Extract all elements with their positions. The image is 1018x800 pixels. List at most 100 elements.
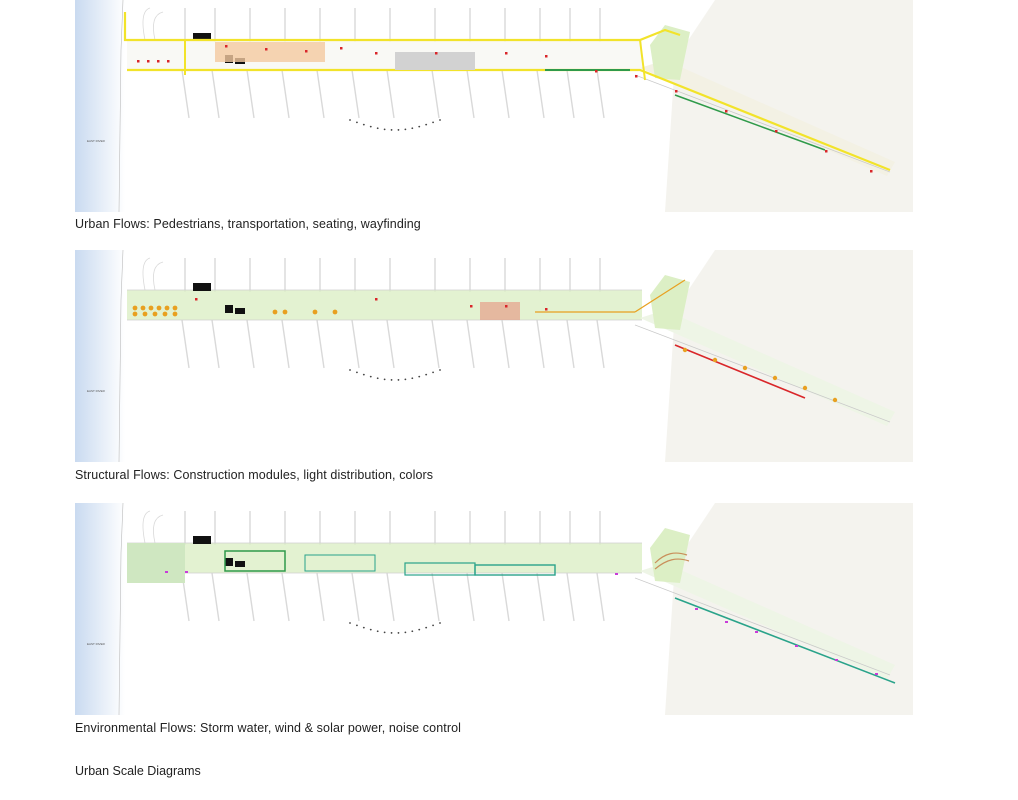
curve-line [142,7,151,41]
path-dot [356,121,358,124]
path-dot [349,369,351,371]
pedestrian-flow [639,39,646,81]
path-dot [383,128,386,131]
path-dot [439,369,441,371]
cross-street-south [316,572,325,622]
curve-line [142,257,151,291]
building-block [193,283,211,291]
building-block [225,305,233,313]
light-marker [505,305,508,308]
path-dot [404,128,407,131]
path-dot [432,624,434,627]
path-dot [390,632,393,634]
light-module [152,311,158,317]
wayfinding-marker [147,60,150,63]
corridor-fill [127,543,642,573]
cross-street-south [246,572,255,622]
cross-street-south [386,69,395,119]
cross-street-south [281,572,290,622]
corridor-fill [127,40,642,70]
cross-street-south [596,319,605,369]
wind-contour [654,558,690,570]
light-module [312,309,318,315]
cross-street-south [536,572,545,622]
light-module [172,311,178,317]
shoreline [118,503,124,715]
diagonal-edge [634,324,891,423]
path-dot [418,125,421,128]
wayfinding-marker [675,90,678,93]
structural-flows-caption: Structural Flows: Construction modules, … [75,468,434,482]
path-dot [362,373,365,376]
curve-line [153,514,164,544]
light-module [712,357,718,363]
wayfinding-marker [635,75,638,78]
curve-line [153,11,164,41]
path-dot [439,622,441,624]
light-module [282,309,288,315]
wayfinding-marker [725,110,728,113]
cross-street-south [351,69,360,119]
path-dot [349,119,351,121]
east-river [75,250,125,462]
plaza [650,25,690,80]
wayfinding-marker [137,60,140,63]
urban-flows-caption: Urban Flows: Pedestrians, transportation… [75,217,421,231]
storm-water-module [304,554,376,572]
cross-street-south [466,319,475,369]
path-dot [362,123,365,126]
light-marker [195,298,198,301]
light-module [148,305,154,311]
building-block [193,536,211,544]
light-module [832,397,838,403]
path-dot [425,626,428,629]
green-area [127,543,185,583]
diagonal-corridor [640,563,895,679]
cross-street-south [501,572,510,622]
wayfinding-marker [595,70,598,73]
cross-street-south [351,319,360,369]
wayfinding-marker [825,150,828,153]
light-module [802,385,808,391]
wayfinding-marker [265,48,268,51]
cross-street-south [566,572,575,622]
cross-street-south [466,572,475,622]
path-dot [411,127,414,130]
cross-street-south [431,572,440,622]
storm-water-module [224,550,286,572]
cross-street-south [431,69,440,119]
light-module [742,365,748,371]
solar-marker [615,573,618,575]
storm-water-module [474,564,556,576]
building-block [235,308,245,314]
cross-street-south [596,69,605,119]
light-marker [545,308,548,311]
path-dot [369,628,372,631]
wayfinding-marker [167,60,170,63]
path-dot [390,379,393,381]
land-mass [665,0,913,212]
plaza [650,275,690,330]
light-module [682,347,688,353]
path-dot [411,630,414,633]
solar-marker [755,631,758,633]
solar-marker [165,571,168,573]
cross-street-south [316,69,325,119]
path-dot [390,129,393,131]
path-dot [376,630,379,633]
river-label: EAST RIVER [87,139,106,143]
diagonal-corridor [640,310,895,426]
solar-marker [725,621,728,623]
wayfinding-marker [545,55,548,58]
environmental-flows-caption: Environmental Flows: Storm water, wind &… [75,721,462,735]
cross-street-south [351,572,360,622]
structural-flows-diagram: EAST RIVER [75,250,913,462]
path-dot [425,373,428,376]
wayfinding-marker [305,50,308,53]
cross-street-south [181,69,190,119]
light-marker [470,305,473,308]
path-dot [376,127,379,130]
light-marker [375,298,378,301]
curve-line [142,510,151,544]
light-module [142,311,148,317]
